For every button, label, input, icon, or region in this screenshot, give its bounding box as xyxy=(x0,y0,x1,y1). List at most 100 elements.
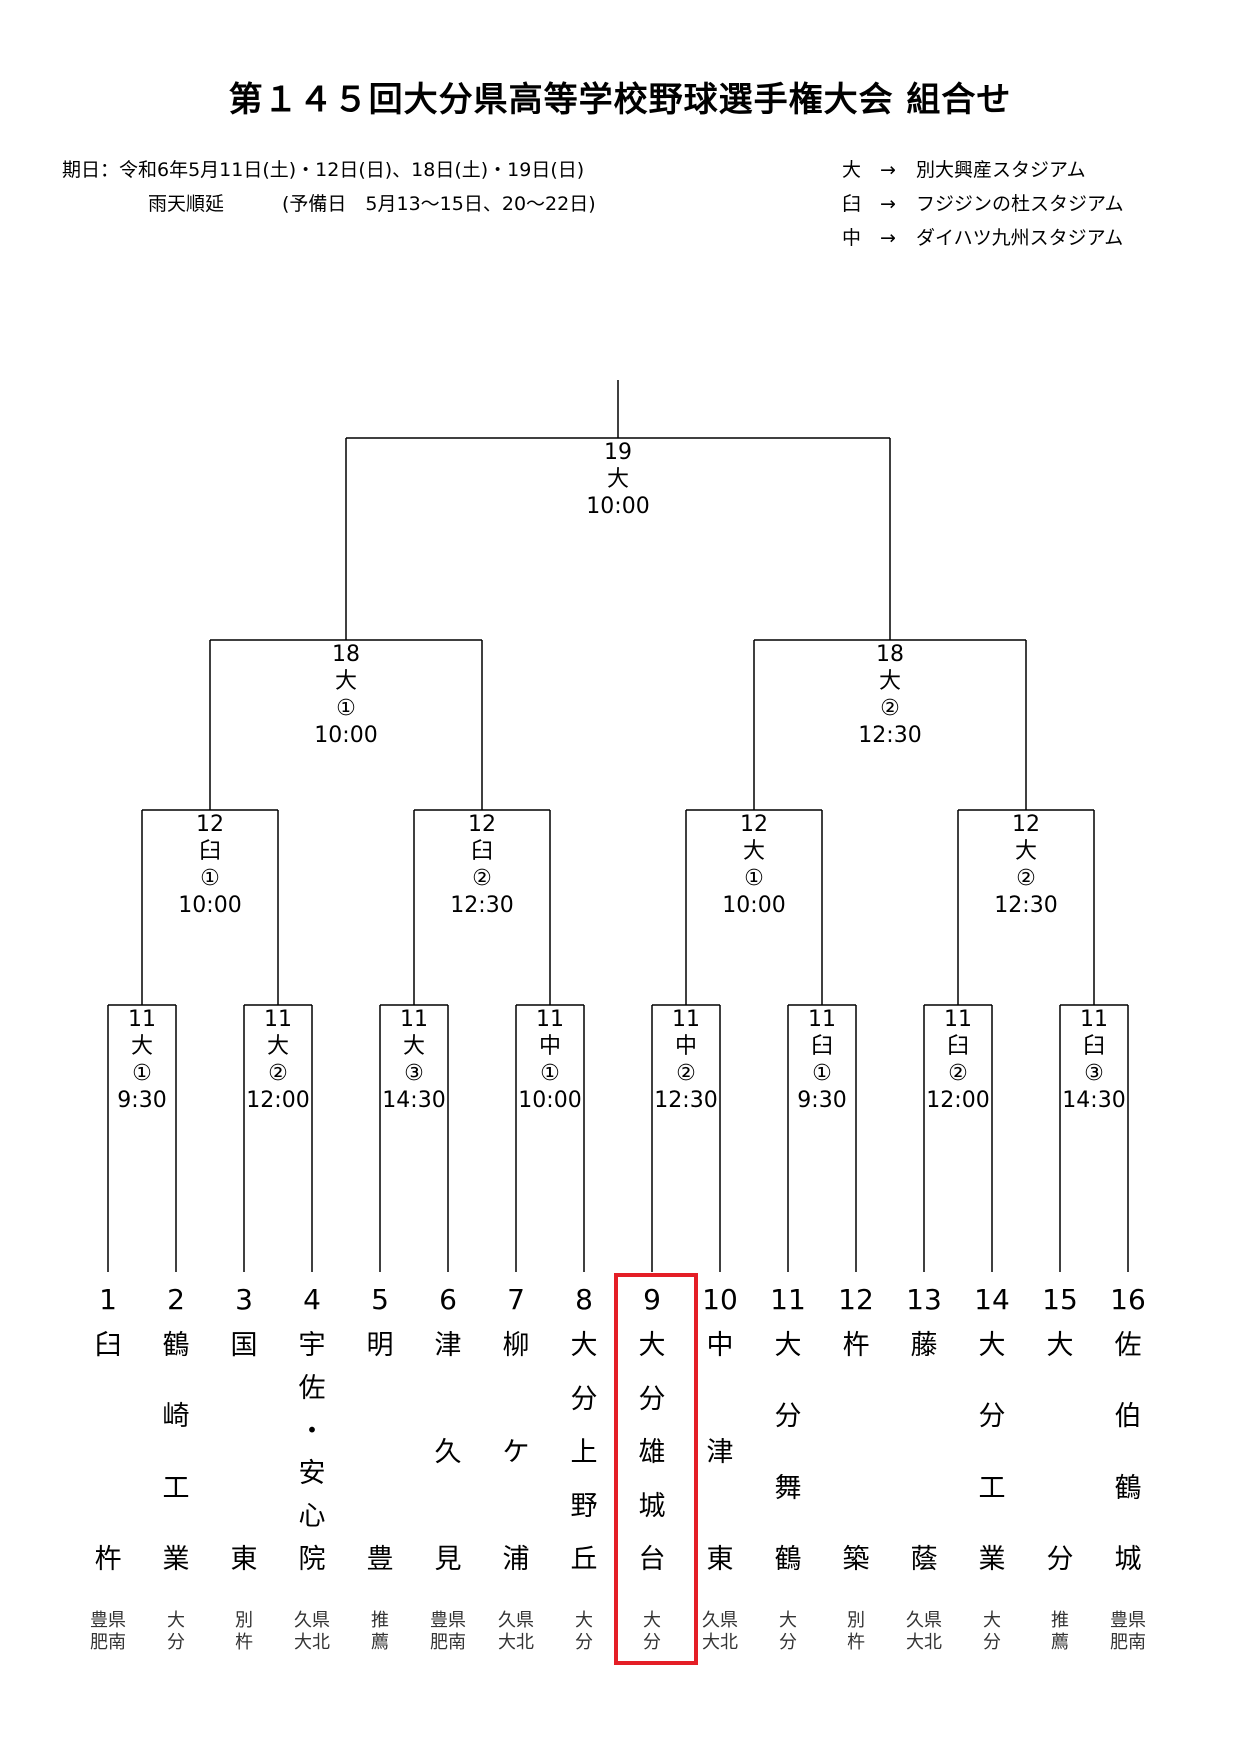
team-name: 杵築 xyxy=(826,1323,886,1575)
team-number: 2 xyxy=(167,1283,185,1316)
team-name: 臼杵 xyxy=(78,1323,138,1575)
match-label-line: 18 xyxy=(332,642,360,667)
team-region: 大分 xyxy=(758,1610,818,1654)
team-region-line: 大 xyxy=(575,1610,593,1631)
match-label-line: 10:00 xyxy=(586,494,650,519)
match-label-line: 12 xyxy=(468,812,496,837)
match-label-line: 大 xyxy=(1014,839,1037,864)
team-name-char: 大 xyxy=(978,1330,1006,1361)
match-label-line: 大 xyxy=(878,669,901,694)
match-label-line: 臼 xyxy=(810,1034,833,1059)
match-label-line: ① xyxy=(336,696,356,721)
team-region-line: 豊県 xyxy=(90,1610,126,1631)
team-name-char: 津 xyxy=(706,1437,734,1468)
team-name-char: 蔭 xyxy=(910,1544,938,1575)
team-region-line: 推 xyxy=(371,1610,389,1631)
team-name-char: 安 xyxy=(298,1458,326,1490)
team-name: 大分上野丘 xyxy=(554,1323,614,1575)
team-name-char: 杵 xyxy=(842,1330,870,1361)
match-label-line: 中 xyxy=(538,1034,561,1059)
team-name-char: 伯 xyxy=(1114,1401,1142,1433)
team-name-char: 業 xyxy=(162,1544,190,1575)
team-name-char: 柳 xyxy=(502,1330,530,1361)
team-number: 1 xyxy=(99,1283,117,1316)
team-region: 豊県肥南 xyxy=(418,1610,478,1654)
match-label-line: 大 xyxy=(130,1034,153,1059)
team-name-char: 分 xyxy=(570,1383,598,1415)
team-name-char: 舞 xyxy=(774,1472,802,1504)
team-region-line: 分 xyxy=(167,1632,185,1653)
team-name: 佐伯鶴城 xyxy=(1098,1323,1158,1575)
match-label-line: 9:30 xyxy=(117,1088,167,1113)
match-label-line: 12:30 xyxy=(994,893,1058,918)
match-label-line: 10:00 xyxy=(314,723,378,748)
team-name: 中津東 xyxy=(690,1323,750,1575)
team-name-char: 大 xyxy=(1046,1330,1074,1361)
team-name-char: 大 xyxy=(774,1330,802,1361)
team-name: 大分雄城台 xyxy=(622,1323,682,1575)
schedule-reserve: (予備日 5月13～15日、20～22日) xyxy=(282,193,596,215)
team-number: 14 xyxy=(974,1283,1010,1316)
team-name-char: 国 xyxy=(230,1330,258,1361)
match-label-line: ① xyxy=(132,1061,152,1086)
team-region: 大分 xyxy=(146,1610,206,1654)
team-region-line: 杵 xyxy=(847,1632,865,1653)
team-region-line: 分 xyxy=(983,1632,1001,1653)
team-region: 推薦 xyxy=(350,1610,410,1654)
team-name-char: 築 xyxy=(842,1544,870,1575)
match-label-line: 臼 xyxy=(1082,1034,1105,1059)
team-name-char: 工 xyxy=(162,1472,190,1504)
legend-row-usu: 臼→フジジンの杜スタジアム xyxy=(842,189,1124,216)
match-label-line: 大 xyxy=(402,1034,425,1059)
team-number: 9 xyxy=(643,1283,661,1316)
team-number: 11 xyxy=(770,1283,806,1316)
match-label-line: 12:30 xyxy=(654,1088,718,1113)
team-region: 久県大北 xyxy=(282,1610,342,1654)
team-number: 8 xyxy=(575,1283,593,1316)
match-label-line: 12 xyxy=(196,812,224,837)
highlight-box xyxy=(614,1273,698,1665)
legend-key: 臼 xyxy=(842,193,862,215)
match-label-line: ③ xyxy=(1084,1061,1104,1086)
team-name-char: 鶴 xyxy=(1114,1472,1142,1504)
team-region-line: 分 xyxy=(575,1632,593,1653)
team-region: 大分 xyxy=(962,1610,1022,1654)
team-name-char: 藤 xyxy=(910,1330,938,1361)
match-label-line: 11 xyxy=(400,1007,428,1032)
match-label-line: 11 xyxy=(808,1007,836,1032)
match-label-line: 11 xyxy=(672,1007,700,1032)
match-label-line: 臼 xyxy=(946,1034,969,1059)
team-name-char: 分 xyxy=(1046,1544,1074,1575)
match-label-line: 臼 xyxy=(198,839,221,864)
match-label-line: 11 xyxy=(1080,1007,1108,1032)
team-region: 久県大北 xyxy=(690,1610,750,1654)
team-name-char: 臼 xyxy=(94,1330,122,1361)
match-label-line: 11 xyxy=(264,1007,292,1032)
team-name: 津久見 xyxy=(418,1323,478,1575)
team-name-char: 佐 xyxy=(298,1372,326,1404)
team-region-line: 大北 xyxy=(906,1632,942,1653)
team-number: 15 xyxy=(1042,1283,1078,1316)
team-region-line: 久県 xyxy=(702,1610,738,1631)
team-region-line: 大 xyxy=(167,1610,185,1631)
arrow-icon: → xyxy=(880,193,896,215)
match-label-line: 12:30 xyxy=(450,893,514,918)
match-label-line: ② xyxy=(948,1061,968,1086)
team-name-char: 崎 xyxy=(162,1401,190,1433)
team-name-char: 野 xyxy=(570,1490,598,1522)
match-label-line: ② xyxy=(268,1061,288,1086)
team-region-line: 大 xyxy=(983,1610,1001,1631)
match-label-line: 19 xyxy=(604,440,632,465)
team-number: 10 xyxy=(702,1283,738,1316)
match-label-line: 12:00 xyxy=(246,1088,310,1113)
match-label-line: ① xyxy=(540,1061,560,1086)
